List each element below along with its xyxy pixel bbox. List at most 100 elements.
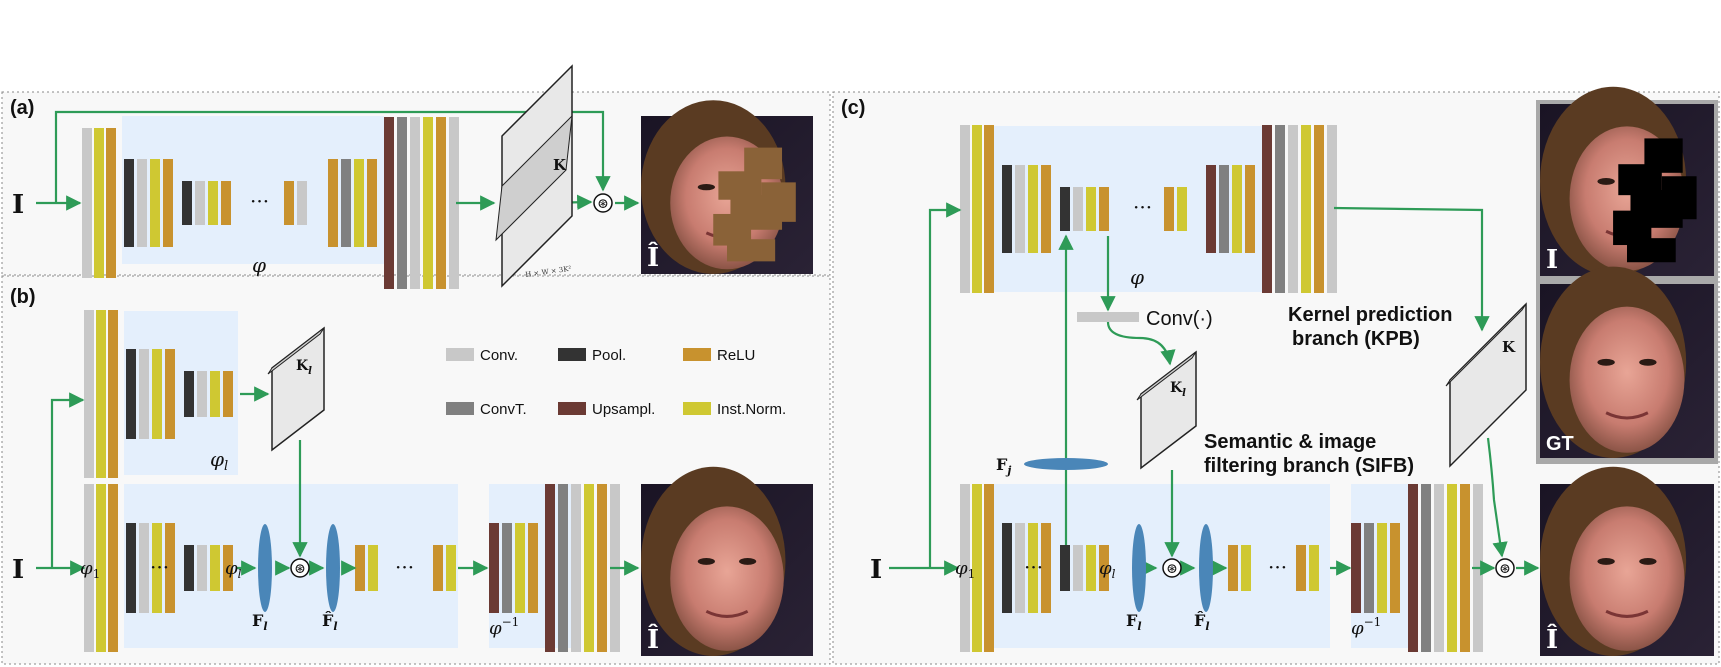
face-image-b-output: Î <box>641 466 813 656</box>
layer-instnorm <box>94 128 104 278</box>
layer-relu <box>108 310 118 478</box>
svg-text:···: ··· <box>1024 555 1043 579</box>
input-label-a: I <box>12 190 24 220</box>
layer-upsampl <box>384 117 394 289</box>
branch-labels: Kernel prediction branch (KPB) Semantic … <box>1204 304 1452 477</box>
sifb-label-line2: filtering branch (SIFB) <box>1204 455 1414 477</box>
layer-instnorm <box>584 484 594 652</box>
svg-text:···: ··· <box>1268 555 1287 579</box>
varphi-a: φ <box>252 253 266 277</box>
panel-c-label: (c) <box>841 97 865 119</box>
svg-text:⊛: ⊛ <box>294 561 306 577</box>
layer-instnorm <box>1086 545 1096 591</box>
layer-pool <box>1060 187 1070 231</box>
legend-swatch-upsampl <box>558 402 586 415</box>
layer-relu <box>984 484 994 652</box>
layer-relu <box>223 545 233 591</box>
layer-pool <box>182 181 192 225</box>
layer-conv <box>960 484 970 652</box>
layer-relu <box>284 181 294 225</box>
feature-ellipses <box>258 458 1213 612</box>
layer-relu <box>1099 187 1109 231</box>
legend-swatch-relu <box>683 348 711 361</box>
legend-label-upsampl: Upsampl. <box>592 401 655 418</box>
panel-b-label: (b) <box>10 286 36 308</box>
legend-swatch-pool <box>558 348 586 361</box>
layer-relu <box>165 523 175 613</box>
layer-relu <box>436 117 446 289</box>
legend-label-relu: ReLU <box>717 347 755 364</box>
layer-upsampl <box>545 484 555 652</box>
layer-relu <box>367 159 377 247</box>
layer-pool <box>1002 523 1012 613</box>
face-label-b-output: Î <box>647 623 659 655</box>
layer-convt <box>1364 523 1374 613</box>
layer-instnorm <box>1232 165 1242 253</box>
kpb-label-line1: Kernel prediction <box>1288 304 1452 326</box>
svg-text:⊛: ⊛ <box>1499 561 1511 577</box>
layer-conv <box>1327 125 1337 293</box>
layer-relu <box>433 545 443 591</box>
layer-conv <box>137 159 147 247</box>
face-image-c-gt: GT <box>1540 266 1714 458</box>
layer-conv <box>197 371 207 417</box>
layer-convt <box>502 523 512 613</box>
layer-instnorm <box>1177 187 1187 231</box>
face-image-c-output: Î <box>1540 466 1714 656</box>
F-j-c: Fj <box>996 455 1011 477</box>
layer-convt <box>397 117 407 289</box>
sifb-label-line1: Semantic & image <box>1204 431 1376 453</box>
layer-upsampl <box>1206 165 1216 253</box>
layer-conv <box>1288 125 1298 293</box>
layer-relu <box>163 159 173 247</box>
layer-instnorm <box>210 545 220 591</box>
layer-instnorm <box>423 117 433 289</box>
kernel-slab-a: K H × W × 3K² <box>495 64 573 288</box>
varphi-l-b: φl <box>210 447 228 474</box>
layer-relu <box>108 484 118 652</box>
face-images: Î Î I GT Î <box>641 86 1718 656</box>
layer-instnorm <box>96 310 106 478</box>
kernel-slab-c-sifb: Kl <box>1136 350 1197 470</box>
layer-relu <box>106 128 116 278</box>
layer-conv <box>139 349 149 439</box>
legend-label-instnorm: Inst.Norm. <box>717 401 786 418</box>
layer-instnorm <box>368 545 378 591</box>
svg-text:···: ··· <box>1133 195 1152 219</box>
layer-conv <box>82 128 92 278</box>
face-label-c-input: I <box>1546 245 1558 275</box>
legend-swatch-convt <box>446 402 474 415</box>
layer-instnorm <box>515 523 525 613</box>
F-l-b: Fl <box>252 611 268 633</box>
F-l-c: Fl <box>1126 611 1142 633</box>
layer-instnorm <box>152 523 162 613</box>
layer-upsampl <box>489 523 499 613</box>
kernel-slab-b: Kl <box>267 326 325 452</box>
layer-instnorm <box>152 349 162 439</box>
face-label-c-gt: GT <box>1546 433 1574 455</box>
layer-conv <box>410 117 420 289</box>
layer-instnorm <box>1309 545 1319 591</box>
layer-conv <box>1015 165 1025 253</box>
layer-conv <box>139 523 149 613</box>
conv-fn-bar <box>1077 312 1139 322</box>
layer-convt <box>1275 125 1285 293</box>
layer-instnorm <box>1086 187 1096 231</box>
layer-pool <box>1002 165 1012 253</box>
layer-relu <box>1164 187 1174 231</box>
layer-instnorm <box>354 159 364 247</box>
layer-instnorm <box>446 545 456 591</box>
legend-label-conv: Conv. <box>480 347 518 364</box>
phi1-c: φ1 <box>955 558 975 581</box>
layer-bars <box>82 117 1483 652</box>
layer-instnorm <box>1028 165 1038 253</box>
layer-pool <box>124 159 134 247</box>
F-hat-l-b: F̂l <box>322 611 338 633</box>
layer-relu <box>223 371 233 417</box>
kpb-label-line2: branch (KPB) <box>1292 328 1420 350</box>
layer-relu <box>1314 125 1324 293</box>
layer-instnorm <box>96 484 106 652</box>
layer-instnorm <box>972 484 982 652</box>
face-label-a-output: Î <box>647 241 659 273</box>
layer-relu <box>984 125 994 293</box>
